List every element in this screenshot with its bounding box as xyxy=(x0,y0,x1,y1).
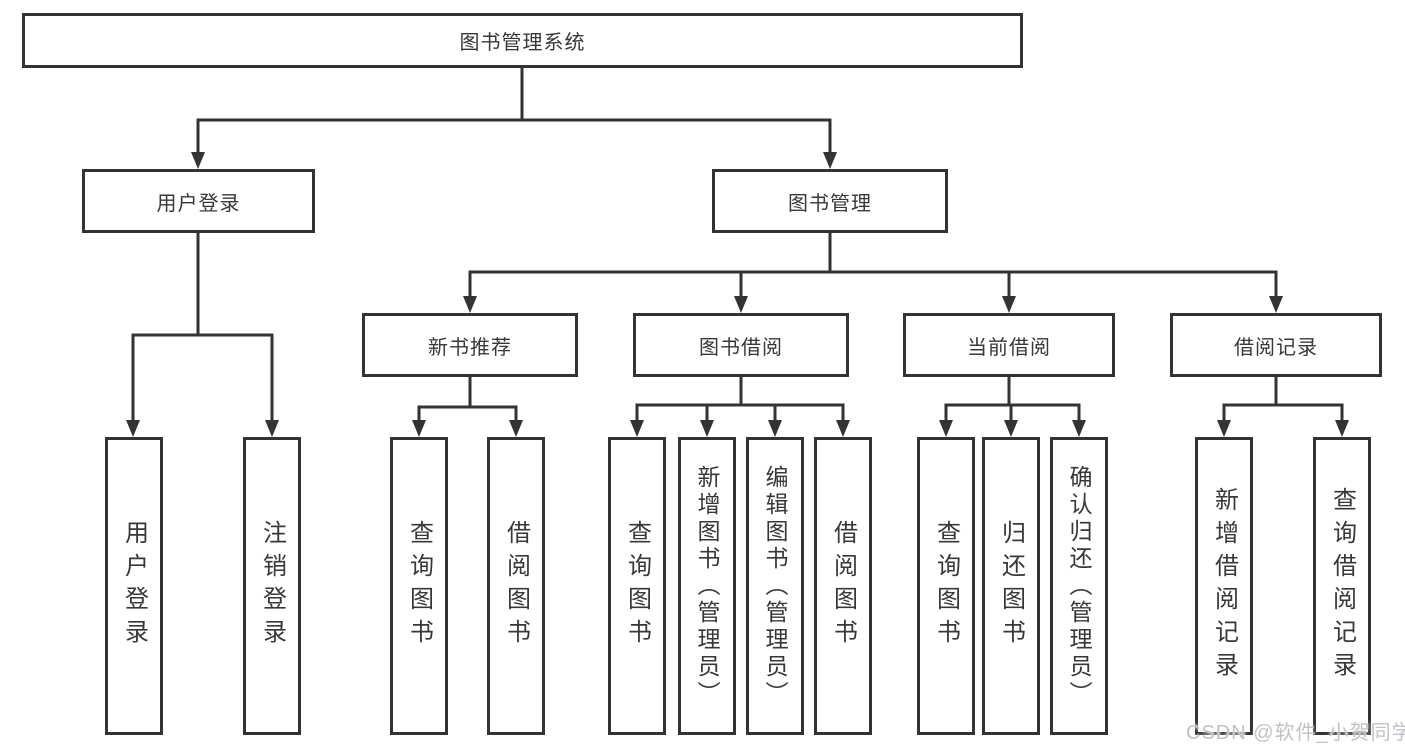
node-new-book-recommendation: 新书推荐 xyxy=(362,313,578,377)
node-current-borrowing: 当前借阅 xyxy=(903,313,1115,377)
leaf-borrow-book-borrowing: 借阅图书 xyxy=(814,437,872,735)
leaf-query-book-recommend: 查询图书 xyxy=(390,437,448,735)
node-book-borrowing: 图书借阅 xyxy=(633,313,849,377)
leaf-query-borrow-record: 查询借阅记录 xyxy=(1313,437,1371,735)
node-library-management-system: 图书管理系统 xyxy=(22,13,1023,68)
leaf-user-login: 用户登录 xyxy=(105,437,163,735)
leaf-add-book-admin: 新增图书（管理员） xyxy=(678,437,736,735)
leaf-return-book: 归还图书 xyxy=(982,437,1040,735)
node-borrowing-records: 借阅记录 xyxy=(1170,313,1382,377)
node-book-management: 图书管理 xyxy=(712,169,948,233)
leaf-confirm-return-admin: 确认归还（管理员） xyxy=(1050,437,1108,735)
csdn-watermark: CSDN @软件_小贺同学 xyxy=(1186,722,1405,744)
leaf-add-borrow-record: 新增借阅记录 xyxy=(1195,437,1253,735)
node-user-login: 用户登录 xyxy=(82,169,315,233)
leaf-borrow-book-recommend: 借阅图书 xyxy=(487,437,545,735)
leaf-query-book-borrowing: 查询图书 xyxy=(608,437,666,735)
leaf-logout: 注销登录 xyxy=(243,437,301,735)
leaf-edit-book-admin: 编辑图书（管理员） xyxy=(746,437,804,735)
leaf-query-book-current: 查询图书 xyxy=(917,437,975,735)
